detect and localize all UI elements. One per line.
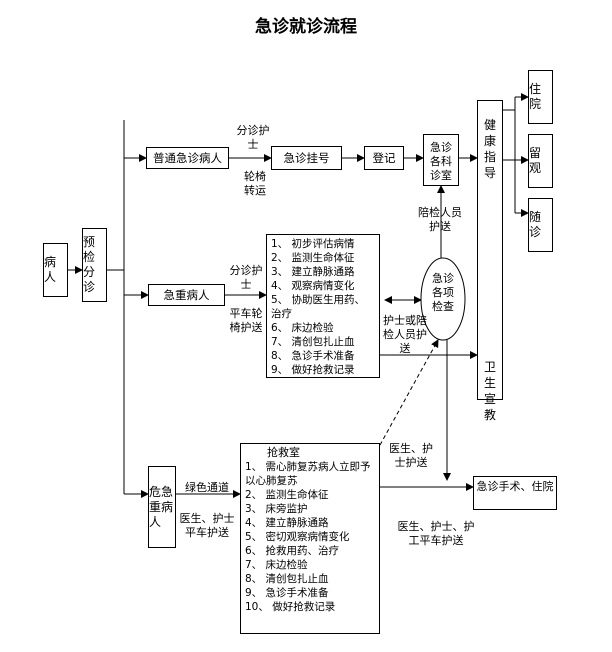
exam-text: 急诊各项检查 (432, 272, 454, 313)
dept-box: 急诊各科诊室 (423, 134, 459, 186)
rescue-item: 1、 需心肺复苏病人立即予以心肺复苏 (245, 461, 371, 487)
label-doc-cart: 医生、护士平车护送 (179, 512, 235, 539)
critical-item: 7、 清创包扎止血 (271, 336, 355, 348)
label-nurse-escort: 护士或陪检人员护送 (383, 314, 427, 355)
observe-text: 留观 (529, 146, 542, 175)
triage-box: 预检分诊 (82, 228, 107, 302)
critical-item: 5、 协助医生用药、治疗 (271, 294, 366, 320)
patient-box: 病人 (43, 243, 68, 297)
critical-patient-box: 急重病人 (148, 284, 225, 306)
health-text: 健康指导 (483, 118, 496, 180)
label-triage-nurse-2: 分诊护士 (229, 264, 263, 291)
danger-text: 危急重病人 (149, 484, 174, 529)
critical-item: 3、 建立静脉通路 (271, 266, 355, 278)
outcome-observe-box: 留观 (528, 134, 553, 188)
rescue-item: 5、 密切观察病情变化 (245, 531, 350, 543)
followup-text: 随诊 (529, 210, 542, 239)
label-doc-nurse-cart: 医生、护士、护工平车护送 (397, 520, 475, 547)
critical-item: 8、 急诊手术准备 (271, 350, 355, 362)
admit-text: 住院 (529, 82, 542, 111)
label-doc-nurse: 医生、护士护送 (389, 442, 433, 469)
health-education-box: 健康指导 卫生宣教 (477, 100, 503, 422)
critical-item: 2、 监测生命体征 (271, 252, 355, 264)
rescue-item: 7、 床边检验 (245, 559, 308, 571)
label-escort: 陪检人员护送 (418, 206, 462, 233)
rescue-item: 4、 建立静脉通路 (245, 517, 329, 529)
rescue-item: 6、 抢救用药、治疗 (245, 545, 340, 557)
register-box: 急诊挂号 (271, 146, 342, 170)
critical-item: 6、 床边检验 (271, 322, 334, 334)
checkin-box: 登记 (364, 146, 404, 170)
danger-patient-box: 危急重病人 (148, 466, 176, 548)
page-title: 急诊就诊流程 (255, 17, 357, 37)
triage-text: 预检分诊 (83, 235, 96, 294)
outcome-followup-box: 随诊 (528, 198, 553, 252)
critical-item: 4、 观察病情变化 (271, 280, 355, 292)
rescue-item: 9、 急诊手术准备 (245, 587, 329, 599)
exam-ellipse (420, 257, 466, 341)
label-wheelchair: 轮椅转运 (244, 170, 266, 197)
critical-item: 1、 初步评估病情 (271, 238, 355, 250)
outcome-admit-box: 住院 (528, 70, 553, 124)
rescue-title: 抢救室 (267, 446, 300, 459)
dept-text: 急诊各科诊室 (430, 141, 452, 182)
patient-text: 病人 (44, 255, 57, 284)
education-text: 卫生宣教 (483, 360, 496, 422)
rescue-item: 8、 清创包扎止血 (245, 573, 329, 585)
rescue-item: 10、 做好抢救记录 (245, 601, 336, 613)
surgery-admit-box: 急诊手术、住院 (473, 476, 557, 510)
rescue-item: 2、 监测生命体征 (245, 489, 329, 501)
label-flatcart: 平车轮椅护送 (229, 307, 263, 334)
normal-patient-box: 普通急诊病人 (146, 147, 229, 169)
critical-care-list: 1、 初步评估病情 2、 监测生命体征 3、 建立静脉通路 4、 观察病情变化 … (266, 234, 380, 378)
label-triage-nurse: 分诊护士 (236, 124, 270, 151)
label-green: 绿色通道 (185, 481, 229, 494)
critical-item: 9、 做好抢救记录 (271, 364, 355, 376)
rescue-room-box: 抢救室 1、 需心肺复苏病人立即予以心肺复苏 2、 监测生命体征 3、 床旁监护… (240, 443, 380, 634)
rescue-item: 3、 床旁监护 (245, 503, 308, 515)
